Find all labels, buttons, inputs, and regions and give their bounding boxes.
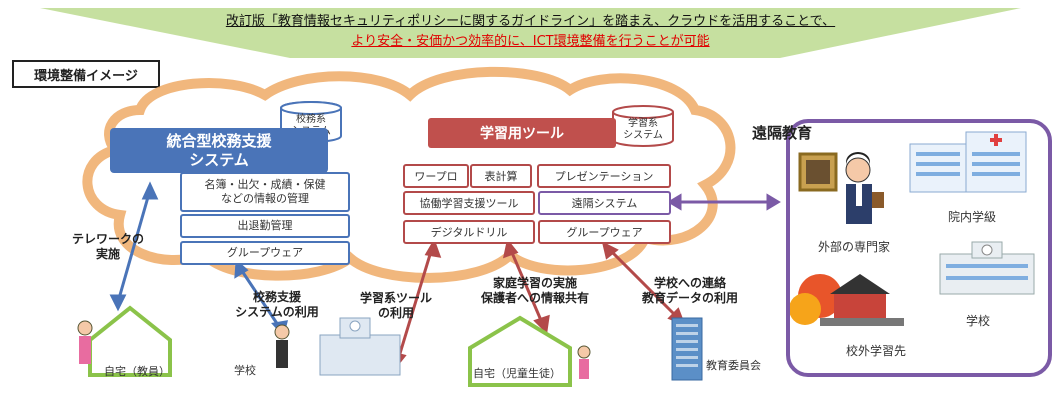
- label-home-learning: 家庭学習の実施 保護者への情報共有: [480, 276, 589, 305]
- learning-db-label: 学習系 システム: [623, 118, 663, 141]
- place-home-teacher: 自宅（教員）: [104, 365, 170, 378]
- tool-groupware: グループウェア: [538, 220, 671, 244]
- admin-item-records: 名簿・出欠・成績・保健 などの情報の管理: [180, 172, 350, 212]
- remote-outside-label: 校外学習先: [846, 344, 907, 358]
- tool-drill: デジタルドリル: [403, 220, 535, 244]
- tool-presentation: プレゼンテーション: [537, 164, 671, 188]
- admin-item-groupware: グループウェア: [180, 241, 350, 265]
- place-home-student: 自宅（児童生徒）: [473, 367, 561, 380]
- banner-shape: [40, 8, 1021, 58]
- label-admin-use: 校務支援 システムの利用: [235, 290, 319, 319]
- tool-remote: 遠隔システム: [538, 191, 671, 215]
- tool-wordpro: ワープロ: [403, 164, 469, 188]
- tool-collab: 協働学習支援ツール: [403, 191, 535, 215]
- place-board: 教育委員会: [706, 359, 761, 372]
- tool-spreadsheet: 表計算: [470, 164, 532, 188]
- remote-hospital-label: 院内学級: [948, 210, 997, 224]
- remote-illustrations: [790, 131, 1035, 326]
- remote-school-label: 学校: [966, 314, 991, 328]
- admin-item-attendance: 出退勤管理: [180, 214, 350, 238]
- remote-expert-label: 外部の専門家: [818, 240, 891, 254]
- banner-line1: 改訂版「教育情報セキュリティポリシーに関するガイドライン」を踏まえ、クラウドを活…: [225, 14, 836, 29]
- place-school: 学校: [234, 364, 256, 377]
- learning-tools-header: 学習用ツール: [428, 118, 616, 148]
- label-learning-use: 学習系ツール の利用: [359, 291, 432, 320]
- page-title: 環境整備イメージ: [12, 60, 160, 88]
- school-building: [319, 317, 401, 376]
- label-telework: テレワークの 実施: [71, 232, 144, 261]
- label-contact: 学校への連絡 教育データの利用: [641, 276, 738, 305]
- remote-education-title: 遠隔教育: [752, 124, 813, 142]
- admin-system-header: 統合型校務支援 システム: [110, 128, 328, 173]
- banner-line2: より安全・安価かつ効率的に、ICT環境整備を行うことが可能: [351, 34, 710, 49]
